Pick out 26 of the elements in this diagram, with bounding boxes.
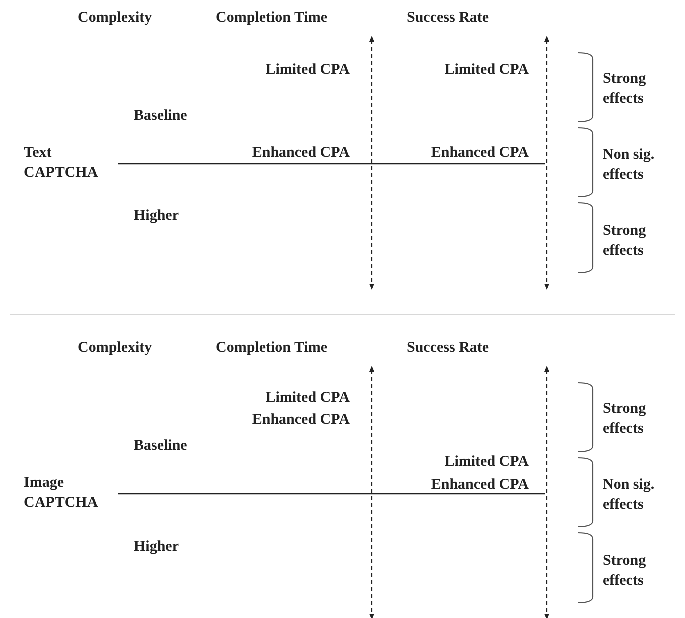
level-label: Higher [134, 207, 179, 226]
condition-label: Enhanced CPA [252, 411, 350, 430]
condition-label: Enhanced CPA [252, 144, 350, 163]
annotation-label: Strong effects [603, 400, 648, 439]
axis-label: Completion Time [216, 9, 328, 28]
level-label: Higher [134, 538, 179, 557]
level-label: Baseline [134, 107, 188, 126]
condition-label: Enhanced CPA [431, 476, 529, 495]
row-label: Image CAPTCHA [24, 474, 100, 513]
annotation-label: Strong effects [603, 552, 648, 591]
condition-label: Limited CPA [444, 453, 529, 472]
condition-label: Limited CPA [444, 61, 529, 80]
annotation-label: Non sig. effects [603, 476, 656, 515]
condition-label: Limited CPA [266, 61, 350, 80]
level-label: Baseline [134, 437, 188, 456]
condition-label: Limited CPA [266, 389, 350, 408]
axis-label: Completion Time [216, 339, 328, 358]
annotation-label: Strong effects [603, 70, 648, 109]
row-label: Text CAPTCHA [24, 144, 100, 183]
axis-label: Complexity [78, 339, 152, 358]
axis-label: Complexity [78, 9, 152, 28]
axis-label: Success Rate [407, 9, 490, 28]
axis-label: Success Rate [407, 339, 490, 358]
annotation-label: Non sig. effects [603, 146, 656, 185]
condition-label: Enhanced CPA [431, 144, 529, 163]
annotation-label: Strong effects [603, 222, 648, 261]
